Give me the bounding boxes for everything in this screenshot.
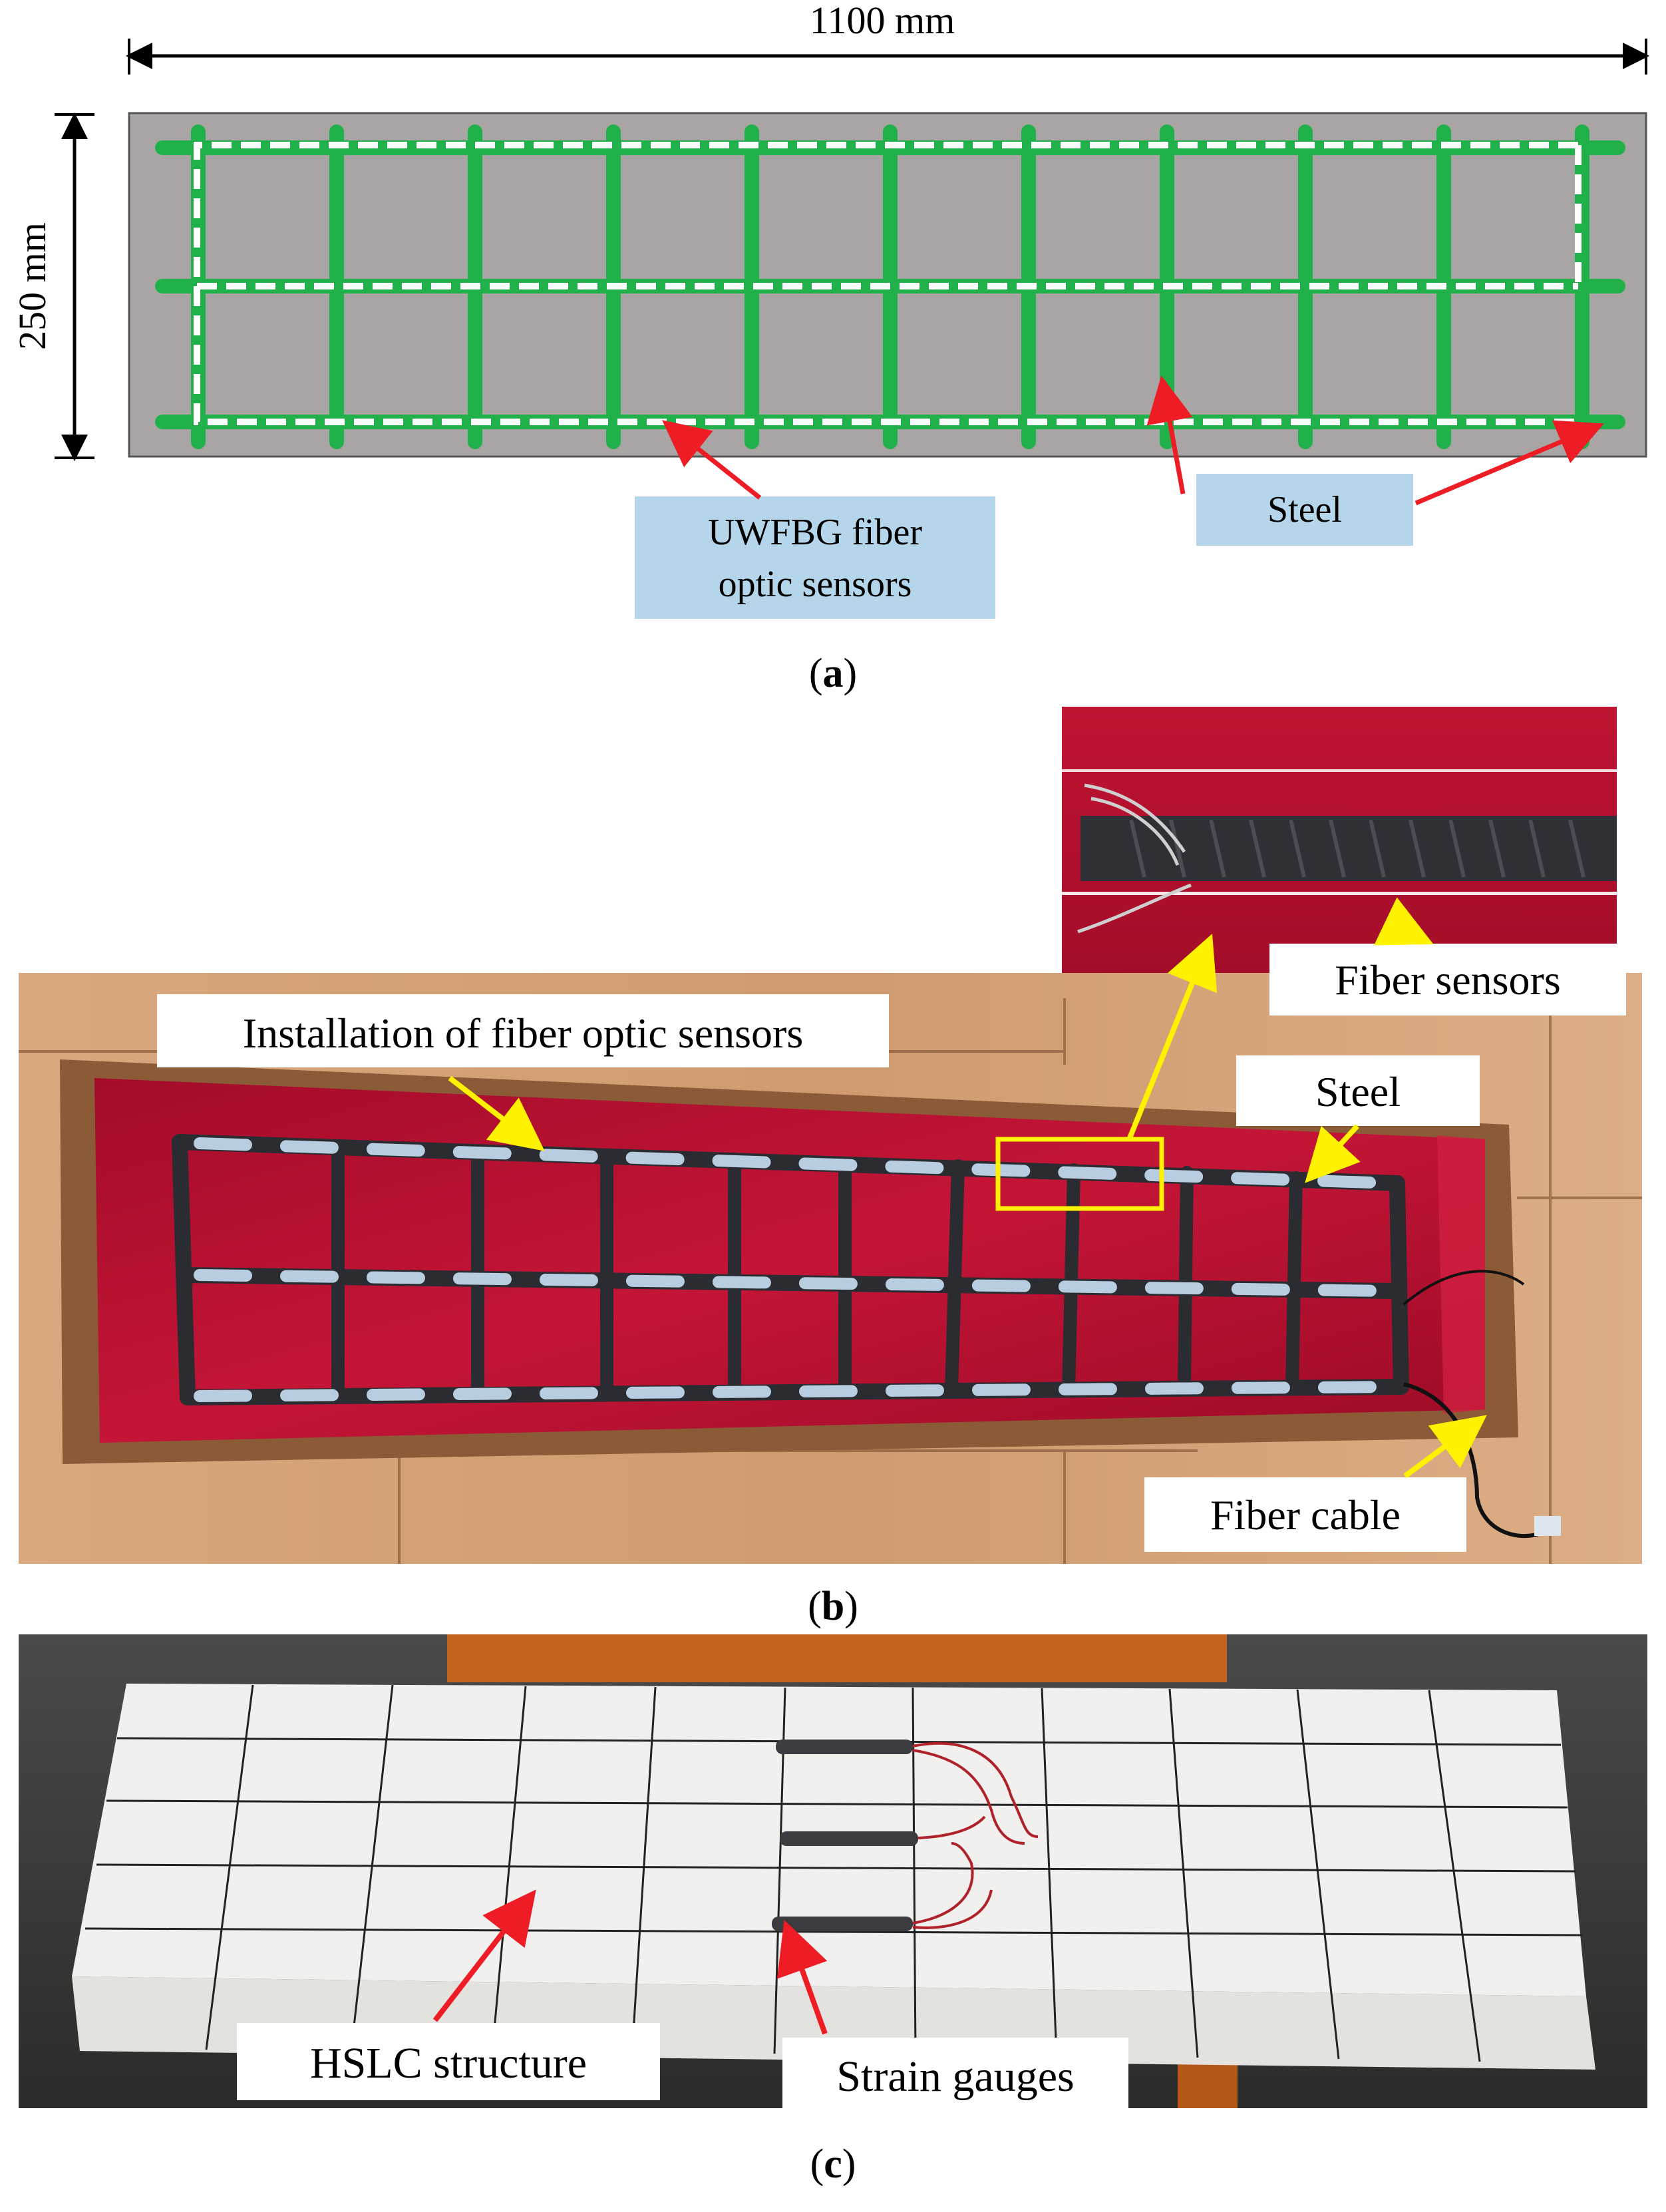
fiber-sensor-outer-loop — [194, 142, 1578, 425]
steel-label-box — [1196, 474, 1413, 546]
installation-label: Installation of fiber optic sensors — [243, 1010, 803, 1057]
caption-b-letter: b — [822, 1584, 844, 1629]
gauge-wire-1 — [912, 1742, 1039, 1845]
rebar-cage — [172, 1134, 1409, 1405]
inset-photo — [1062, 707, 1617, 973]
hslc-label-box — [237, 2023, 660, 2100]
caption-c: (c) — [810, 2141, 856, 2187]
installation-label-box — [157, 994, 889, 1067]
strain-gauge-2 — [780, 1831, 918, 1846]
fiber-cable-arrow — [1403, 1415, 1487, 1479]
inset-pointer-arrow — [1127, 934, 1218, 1139]
strain-gauge-3 — [772, 1917, 913, 1931]
rebar-end-right — [1389, 1175, 1409, 1395]
steel-label-b: Steel — [1315, 1068, 1401, 1115]
hslc-arrow — [432, 1889, 536, 2022]
caption-a: (a) — [809, 651, 857, 696]
inset-fiber-bottom — [1062, 892, 1617, 895]
width-label: 1100 mm — [810, 0, 955, 42]
orange-support — [447, 1634, 1227, 1682]
caption-a-letter: a — [823, 651, 844, 696]
fiber-sensors-arrow-inset — [1374, 897, 1434, 946]
sensor-label-line1: UWFBG fiber — [708, 512, 922, 553]
panel-c: HSLC structure Strain gauges (c) — [19, 1634, 1647, 2187]
caption-b: (b) — [808, 1584, 858, 1629]
gauges-arrow — [776, 1919, 828, 2035]
fiber-cable — [1403, 1382, 1552, 1538]
steel-label-box-b — [1236, 1055, 1480, 1126]
inset-fiber-top — [1062, 769, 1617, 772]
gauges-label: Strain gauges — [836, 2052, 1074, 2101]
steel-label: Steel — [1267, 489, 1342, 530]
panel-a: 1100 mm 250 mm — [11, 0, 1649, 696]
fiber-cable-label: Fiber cable — [1210, 1491, 1401, 1539]
fiber-sensors-label: Fiber sensors — [1335, 956, 1561, 1004]
installation-arrow — [448, 1075, 545, 1151]
sensor-arrow — [662, 420, 762, 500]
inset-tie-wire — [1077, 783, 1192, 934]
rebar-end-left — [172, 1134, 196, 1405]
steel-arrow-right — [1415, 420, 1604, 506]
steel-arrow-left — [1146, 375, 1193, 494]
fiber-sensors-label-box — [1269, 944, 1626, 1015]
fiber-cable-label-box — [1144, 1477, 1466, 1552]
gauge-wire-3 — [912, 1842, 993, 1929]
gauges-label-box — [782, 2038, 1128, 2114]
sensor-label-line2: optic sensors — [719, 564, 912, 605]
gauge-wire-2 — [917, 1815, 986, 1839]
steel-arrow-b — [1305, 1124, 1361, 1183]
inset-highlight-box — [995, 1137, 1164, 1211]
fiber-cable-upper — [1403, 1270, 1525, 1306]
sensor-label-box — [635, 496, 995, 619]
caption-c-letter: c — [824, 2141, 842, 2187]
height-label: 250 mm — [11, 222, 54, 350]
hslc-label: HSLC structure — [310, 2039, 587, 2088]
cable-connector — [1534, 1516, 1561, 1536]
strain-gauge-1 — [776, 1740, 913, 1754]
fiber-sensor-path — [194, 142, 1582, 425]
panel-b: Installation of fiber optic sensors Fibe… — [19, 707, 1642, 1629]
beam-grid-lines — [84, 1684, 1583, 2062]
